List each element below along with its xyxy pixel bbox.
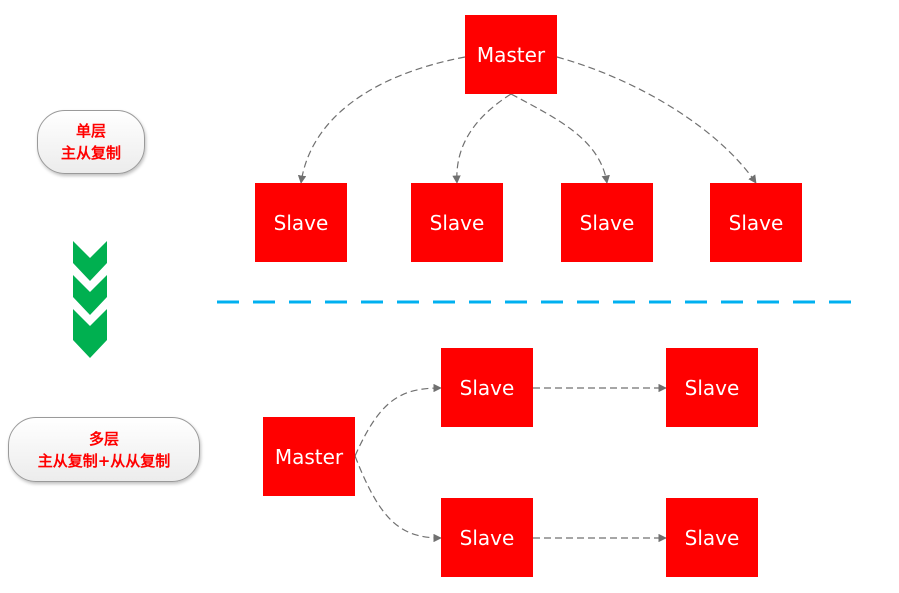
master-node-multi: Master [263, 417, 355, 496]
slave-node-multi-upper-1: Slave [441, 348, 533, 427]
single-layer-label-line2: 主从复制 [60, 144, 121, 162]
single-layer-label: 单层 主从复制 [37, 110, 145, 174]
connector-master-slave-1 [297, 56, 466, 184]
multi-layer-label-line1: 多层 [88, 429, 119, 448]
slave-node-multi-lower-1: Slave [441, 498, 533, 577]
connector-master-slave-upper [354, 383, 442, 457]
slave-node-multi-lower-2: Slave [666, 498, 758, 577]
chevron-down-icon [73, 241, 107, 358]
connector-master-slave-2 [452, 93, 512, 184]
slave-node-single-4: Slave [710, 183, 802, 262]
single-layer-label-line1: 单层 [75, 122, 106, 140]
connector-master-slave-3 [510, 93, 610, 184]
slave-node-multi-upper-2: Slave [666, 348, 758, 427]
master-node-single: Master [465, 15, 557, 94]
slave-node-single-3: Slave [561, 183, 653, 262]
slave-node-single-1: Slave [255, 183, 347, 262]
multi-layer-label-line2: 主从复制+从从复制 [37, 451, 171, 470]
multi-layer-label: 多层 主从复制+从从复制 [8, 417, 200, 482]
connector-master-slave-4 [556, 56, 757, 184]
connector-master-slave-lower [354, 455, 442, 543]
slave-node-single-2: Slave [411, 183, 503, 262]
